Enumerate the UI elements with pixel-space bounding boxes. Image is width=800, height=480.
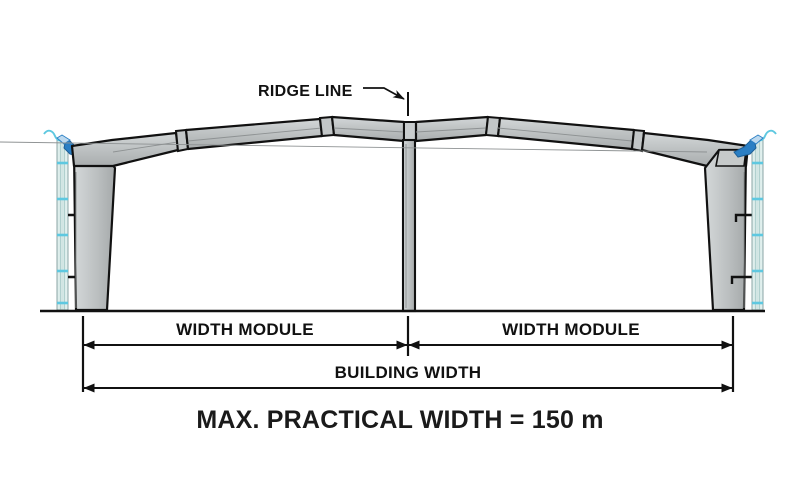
right-girt-brackets [730,213,752,284]
left-wall-girt-marks [57,161,68,305]
ridge-line-callout: RIDGE LINE [258,83,409,116]
ridge-apex [403,121,417,142]
building-width-label: BUILDING WIDTH [335,363,482,382]
caption-max-practical-width: MAX. PRACTICAL WIDTH = 150 m [196,406,603,434]
right-tapered-column [703,148,748,312]
ridge-line-leader [363,87,405,100]
dimension-width-module-right: WIDTH MODULE [408,320,733,350]
left-wall-panel [56,139,69,311]
right-eave-gutter [733,129,777,158]
ridge-line-label: RIDGE LINE [258,83,353,100]
right-wall-panel [751,139,764,311]
dimension-building-width: BUILDING WIDTH [83,363,733,393]
width-module-right-label: WIDTH MODULE [502,320,640,339]
right-wall-girt-marks [752,161,763,305]
width-module-left-label: WIDTH MODULE [176,320,314,339]
right-rafter-outer [496,116,646,153]
dimension-extension-lines [81,316,735,392]
left-haunch [70,131,180,168]
left-tapered-column [72,148,117,312]
right-rafter-inner [414,115,490,143]
left-rafter-inner [330,115,406,143]
center-column [401,138,417,313]
dimension-width-module-left: WIDTH MODULE [83,320,408,350]
